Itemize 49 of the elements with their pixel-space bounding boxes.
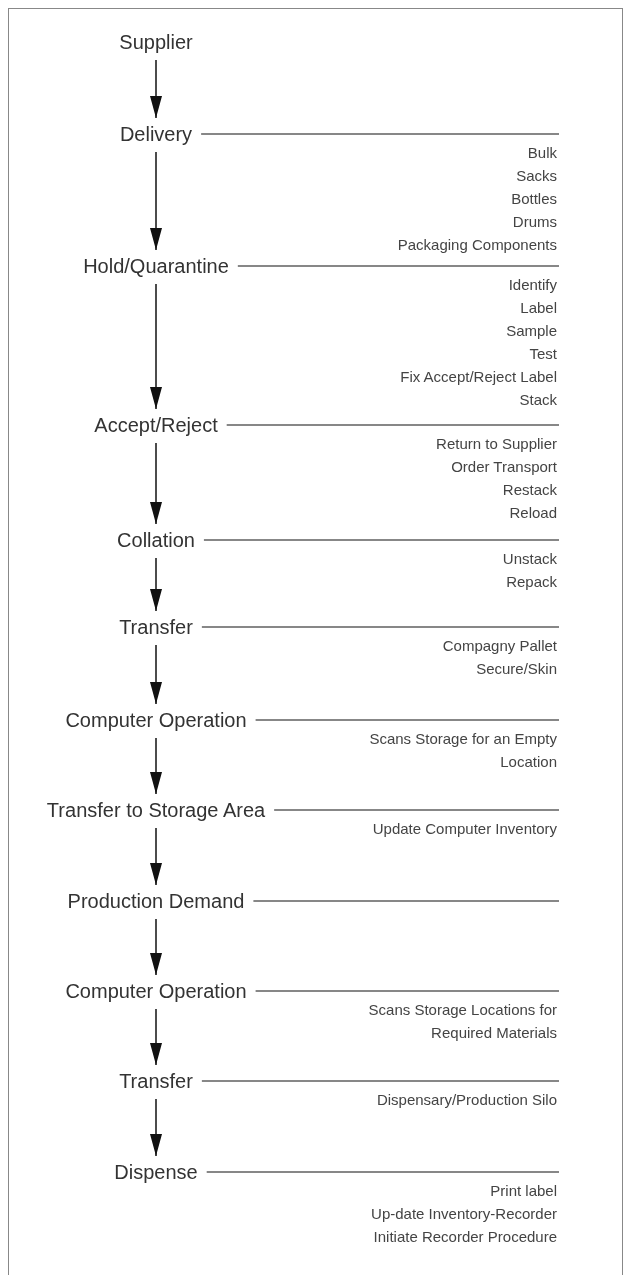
detail-text: Print label xyxy=(489,1181,557,1201)
detail-text: Unstack xyxy=(501,549,557,569)
detail-text: Scans Storage for an Empty Location xyxy=(368,729,557,772)
detail-text: Label xyxy=(519,298,557,318)
detail-text: Order Transport xyxy=(450,457,557,477)
arrow xyxy=(150,918,162,976)
step-label: Transfer xyxy=(119,615,193,639)
step-label: Computer Operation xyxy=(65,979,247,1003)
step-label: Hold/Quarantine xyxy=(83,254,229,278)
detail-text: Compagny Pallet xyxy=(441,636,557,656)
detail-text: Initiate Recorder Procedure xyxy=(372,1227,557,1247)
detail-text: Bulk xyxy=(526,143,557,163)
step-label: Supplier xyxy=(119,30,193,54)
detail-text: Secure/Skin xyxy=(475,659,557,679)
detail-text: Sacks xyxy=(515,166,557,186)
detail-text: Scans Storage Locations for Required Materials xyxy=(367,1000,557,1043)
step-label: Accept/Reject xyxy=(94,413,218,437)
detail-text: Reload xyxy=(508,503,557,523)
step-label: Transfer to Storage Area xyxy=(46,798,266,822)
step-label: Computer Operation xyxy=(65,708,247,732)
detail-text: Restack xyxy=(501,480,557,500)
detail-text: Sample xyxy=(505,321,557,341)
detail-text: Test xyxy=(528,344,557,364)
arrow xyxy=(150,283,162,410)
arrow xyxy=(150,59,162,119)
step-label: Transfer xyxy=(119,1069,193,1093)
arrow xyxy=(150,1008,162,1066)
step-label: Dispense xyxy=(114,1160,198,1184)
detail-text: Repack xyxy=(505,572,557,592)
arrow xyxy=(150,151,162,251)
arrow xyxy=(150,737,162,795)
detail-text: Drums xyxy=(511,212,557,232)
arrow xyxy=(150,827,162,886)
arrow xyxy=(150,557,162,612)
detail-text: Up-date Inventory-Recorder xyxy=(370,1204,557,1224)
arrow xyxy=(150,442,162,525)
detail-text: Identify xyxy=(507,275,557,295)
step-label: Delivery xyxy=(119,122,193,146)
detail-text: Update Computer Inventory xyxy=(371,819,557,839)
detail-text: Fix Accept/Reject Label xyxy=(399,367,557,387)
detail-text: Bottles xyxy=(510,189,557,209)
detail-text: Return to Supplier xyxy=(435,434,557,454)
arrow xyxy=(150,1098,162,1157)
detail-text: Stack xyxy=(518,390,557,410)
step-label: Collation xyxy=(117,528,195,552)
detail-text: Packaging Components xyxy=(396,235,557,255)
detail-text: Dispensary/Production Silo xyxy=(375,1090,557,1110)
arrow xyxy=(150,644,162,705)
step-label: Production Demand xyxy=(67,889,245,913)
